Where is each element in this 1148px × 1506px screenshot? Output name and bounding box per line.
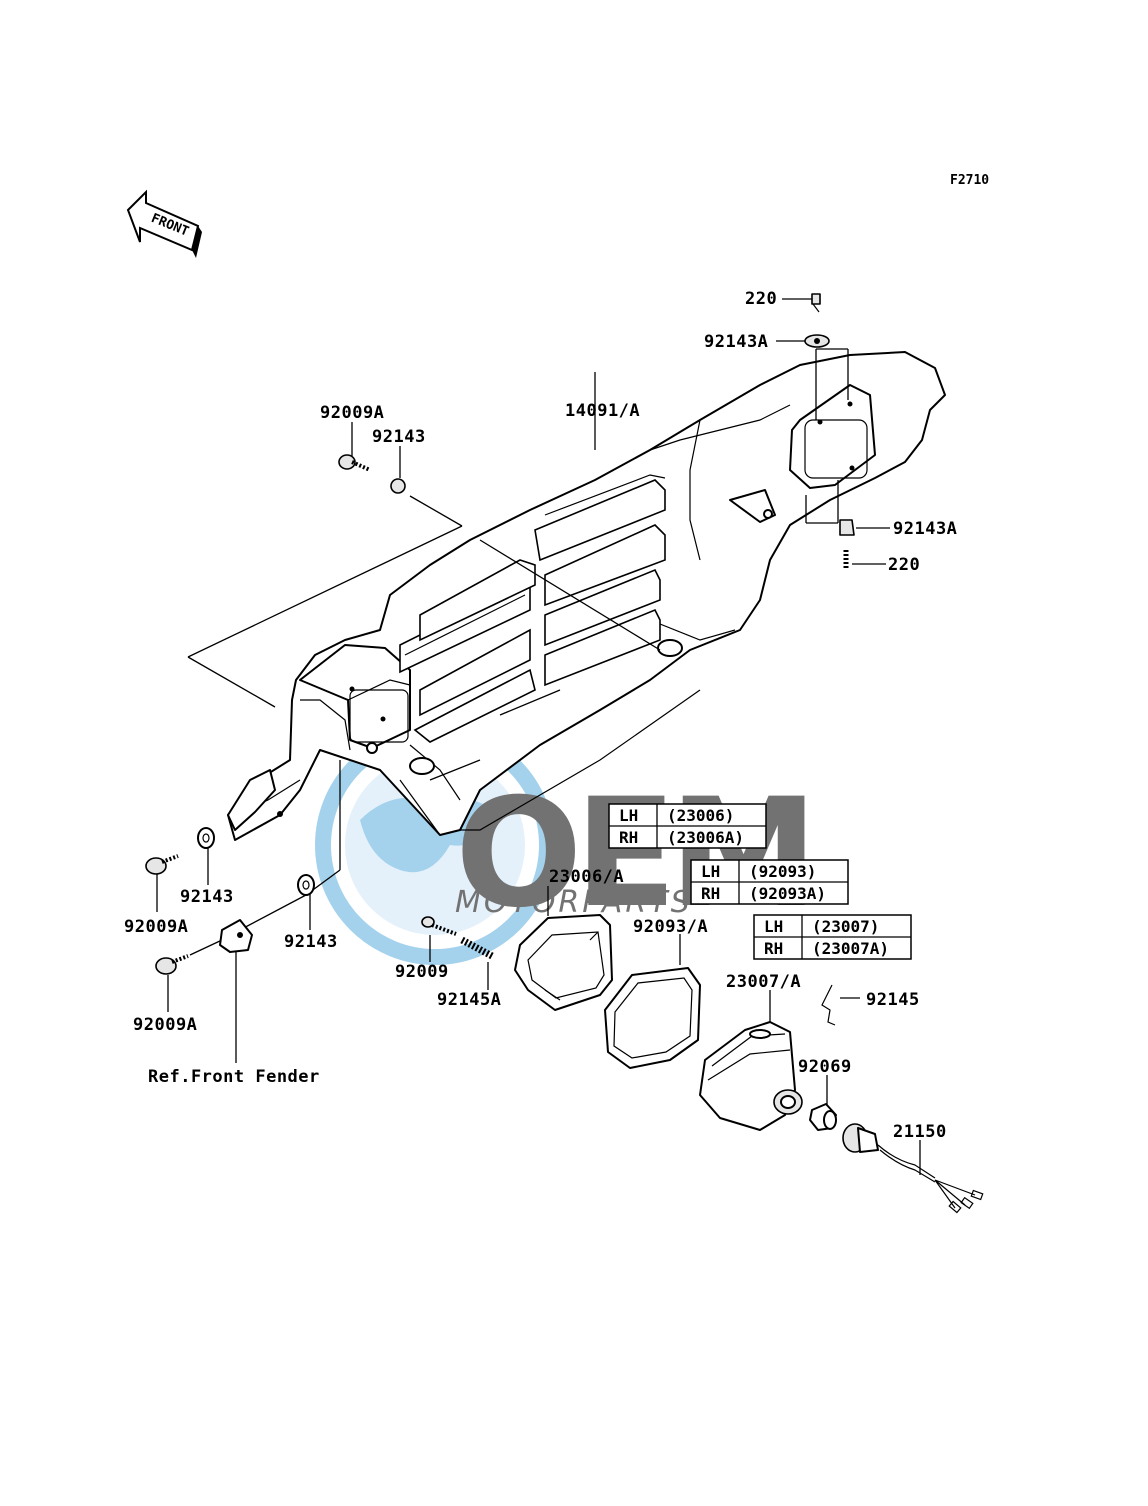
watermark-logo: OEM MOTORPARTS (315, 725, 818, 965)
socket-harness-part (842, 1123, 984, 1214)
diagram-code: F2710 (950, 173, 989, 188)
hardware-parts (145, 293, 855, 975)
lh-rh-table-23007: LH (23007) RH (23007A) (753, 914, 912, 960)
clip-spring-part (821, 984, 836, 1026)
label-92145A: 92145A (437, 990, 501, 1010)
table-part: (23006) (667, 806, 734, 825)
label-92143-top: 92143 (372, 427, 426, 447)
headlight-gasket-part (604, 967, 701, 1069)
table-side: LH (764, 917, 783, 936)
label-92145: 92145 (866, 990, 920, 1010)
label-ref-front-fender: Ref.Front Fender (148, 1067, 320, 1087)
label-21150: 21150 (893, 1122, 947, 1142)
label-220-right: 220 (888, 555, 920, 575)
table-part: (23007A) (812, 939, 889, 958)
table-side: RH (619, 828, 638, 847)
table-part: (23006A) (667, 828, 744, 847)
lh-rh-table-92093: LH (92093) RH (92093A) (690, 859, 849, 905)
bulb-part (809, 1103, 837, 1131)
leader-lines (156, 298, 921, 1175)
label-92009A-bottom: 92009A (133, 1015, 197, 1035)
table-part: (92093) (749, 862, 816, 881)
table-side: LH (701, 862, 720, 881)
label-92143A-top: 92143A (704, 332, 768, 352)
label-92093A: 92093/A (633, 917, 708, 937)
label-92009A-left: 92009A (124, 917, 188, 937)
label-92009: 92009 (395, 962, 449, 982)
label-220-top: 220 (745, 289, 777, 309)
table-part: (23007) (812, 917, 879, 936)
table-side: RH (764, 939, 783, 958)
label-92143-left: 92143 (180, 887, 234, 907)
lh-rh-table-23006: LH (23006) RH (23006A) (608, 803, 767, 849)
label-92069: 92069 (798, 1057, 852, 1077)
table-side: LH (619, 806, 638, 825)
label-92143A-right: 92143A (893, 519, 957, 539)
label-92143-mid: 92143 (284, 932, 338, 952)
headlight-unit-part (699, 1021, 803, 1131)
label-23006A: 23006/A (549, 867, 624, 887)
table-part: (92093A) (749, 884, 826, 903)
headlight-cover-part (227, 351, 946, 841)
watermark-sub: MOTORPARTS (455, 885, 693, 920)
headlight-frame-part (514, 914, 613, 1011)
watermark-brand: OEM (455, 767, 810, 941)
label-92009A-top: 92009A (320, 403, 384, 423)
front-arrow-icon: FRONT (126, 189, 202, 258)
part-labels: 220 92143A 92009A 14091/A 92143 92143A 2… (124, 289, 957, 1142)
label-23007A: 23007/A (726, 972, 801, 992)
label-14091A: 14091/A (565, 401, 640, 421)
table-side: RH (701, 884, 720, 903)
